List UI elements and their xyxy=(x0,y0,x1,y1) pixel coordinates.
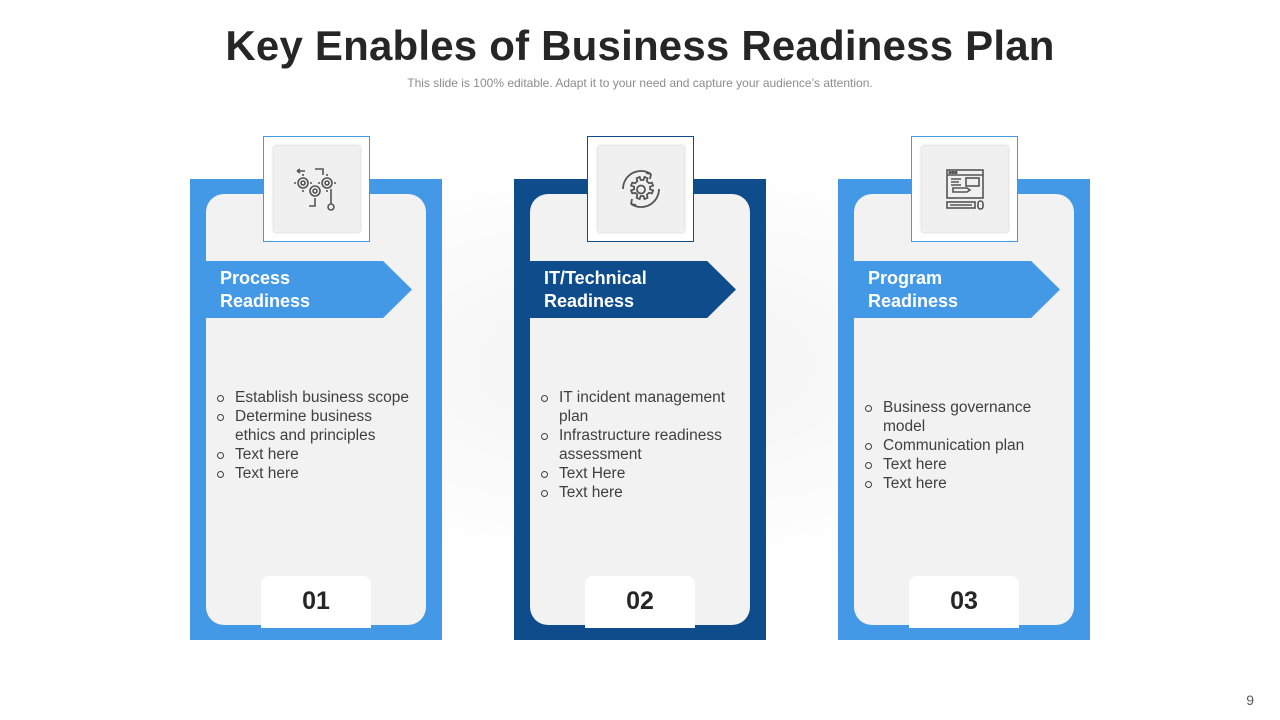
heading-line2: Readiness xyxy=(868,291,959,311)
list-item: Determine business ethics and principles xyxy=(216,407,412,445)
heading-line2: Readiness xyxy=(220,291,311,311)
card-it-technical-readiness: IT/Technical Readiness IT incident manag… xyxy=(514,136,766,640)
card-number: 02 xyxy=(585,576,695,628)
icon-box xyxy=(921,146,1008,232)
card-number: 03 xyxy=(909,576,1019,628)
heading-arrow: IT/Technical Readiness xyxy=(530,261,736,318)
bullet-list: Establish business scope Determine busin… xyxy=(216,388,412,483)
bullet-list: Business governance model Communication … xyxy=(864,398,1060,493)
list-item: Text here xyxy=(216,445,412,464)
icon-box xyxy=(273,146,360,232)
page-number: 9 xyxy=(1246,692,1254,708)
gears-flowchart-icon xyxy=(293,168,336,211)
heading-line1: IT/Technical xyxy=(544,268,647,288)
gear-refresh-icon xyxy=(621,170,660,208)
computer-workstation-icon xyxy=(945,169,984,210)
bullet-list: IT incident management plan Infrastructu… xyxy=(540,388,736,502)
card-number: 01 xyxy=(261,576,371,628)
list-item: Text here xyxy=(540,483,736,502)
icon-box xyxy=(597,146,684,232)
card-program-readiness: Program Readiness Business governance mo… xyxy=(838,136,1090,640)
card-process-readiness: Process Readiness Establish business sco… xyxy=(190,136,442,640)
list-item: Establish business scope xyxy=(216,388,412,407)
heading-arrow: Program Readiness xyxy=(854,261,1060,318)
icon-frame xyxy=(263,136,370,242)
heading-line2: Readiness xyxy=(544,291,635,311)
list-item: Business governance model xyxy=(864,398,1060,436)
list-item: Text Here xyxy=(540,464,736,483)
slide-title: Key Enables of Business Readiness Plan xyxy=(225,22,1055,69)
heading-line1: Process xyxy=(220,268,291,288)
slide-subtitle: This slide is 100% editable. Adapt it to… xyxy=(407,76,873,90)
icon-frame xyxy=(911,136,1018,242)
list-item: Infrastructure readiness assessment xyxy=(540,426,736,464)
heading-line1: Program xyxy=(868,268,943,288)
list-item: Text here xyxy=(216,464,412,483)
heading-arrow: Process Readiness xyxy=(206,261,412,318)
list-item: Communication plan xyxy=(864,436,1060,455)
list-item: Text here xyxy=(864,474,1060,493)
list-item: Text here xyxy=(864,455,1060,474)
icon-frame xyxy=(587,136,694,242)
list-item: IT incident management plan xyxy=(540,388,736,426)
